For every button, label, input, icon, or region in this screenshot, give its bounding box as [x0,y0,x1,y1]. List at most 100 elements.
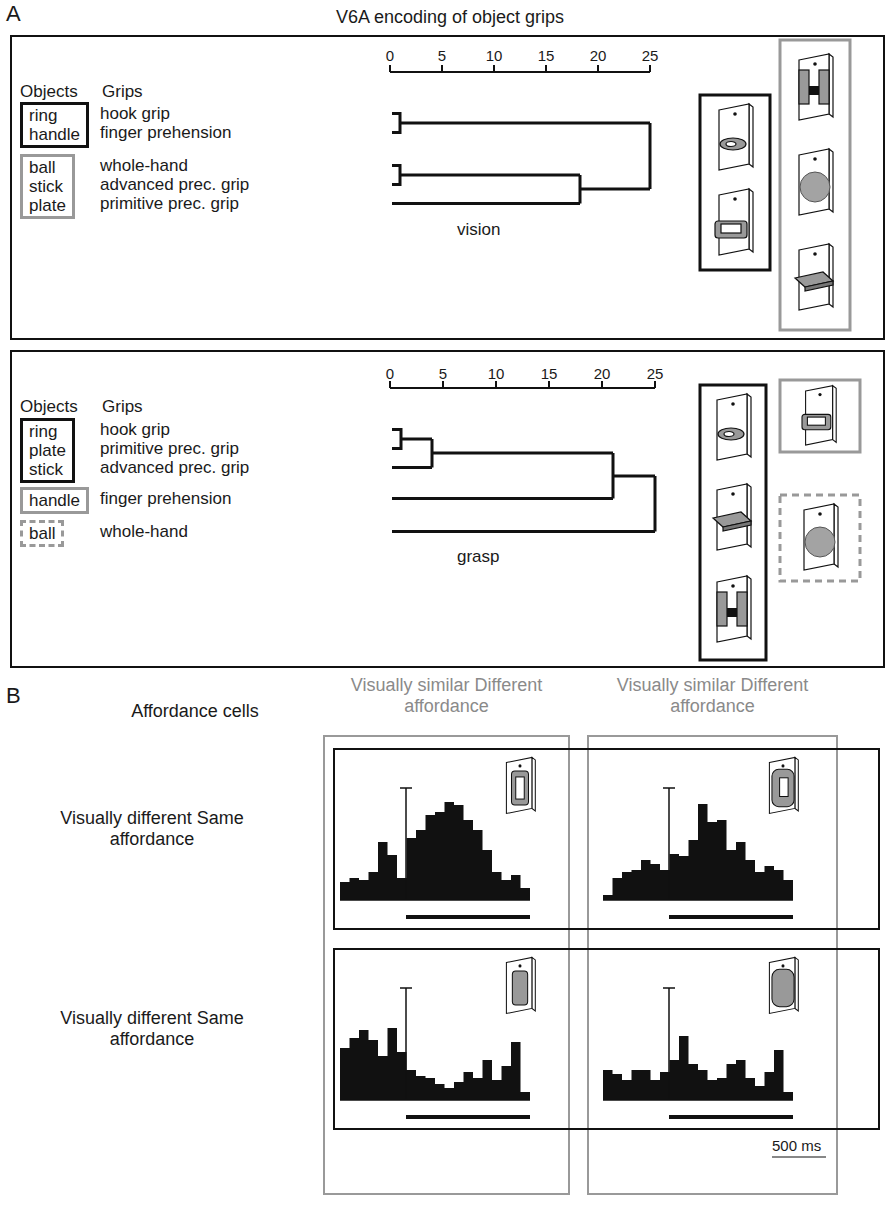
object-group: ringplatestick [20,418,75,483]
object-icon [795,244,833,310]
text-label: V6A encoding of object grips [336,8,564,27]
onset-marker [405,988,407,1100]
drawing [813,62,817,66]
drawing [506,957,532,1013]
axis-number: 0 [386,46,394,65]
text-label: primitive prec. grip [100,439,239,458]
drawing [512,971,527,1005]
object-name: handle [29,491,80,510]
drawing [717,592,727,626]
panel-text: Grips [102,397,143,417]
drawing [800,172,830,202]
drawing [819,70,829,104]
onset-marker [400,987,412,989]
object-icon [506,957,535,1013]
row-heading: Visually different Same affordance [17,1008,287,1050]
drawing [769,757,795,813]
object-name: ball [29,158,66,177]
axis-number: 25 [647,364,664,383]
panel-letter: A [6,4,21,23]
histogram-baseline [340,899,530,901]
drawing [731,402,735,406]
object-icon [799,54,833,120]
text-label: primitive prec. grip [100,194,239,213]
row-frame: Visually different Same affordance [333,948,880,1130]
object-icon [713,484,751,550]
axis-number: 5 [438,46,446,65]
panel-letter: B [6,686,21,705]
axis-number: 0 [386,364,394,383]
column-frame: Visually similar Different affordance [587,735,838,1195]
dendrogram [392,123,650,204]
drawing [818,393,821,396]
text-label: advanced prec. grip [100,175,249,194]
axis-number: 5 [439,364,447,383]
onset-marker [405,788,407,900]
drawing [781,764,784,767]
drawing [795,957,798,1011]
drawing [772,769,794,806]
histogram [603,804,793,900]
panel-text: Objects [20,82,78,102]
histogram [340,1028,530,1100]
drawing [805,527,835,557]
object-icon [506,757,535,813]
panel-text: vision [457,220,500,240]
object-icon [769,757,798,813]
drawing [532,957,535,1011]
column-frame: Visually similar Different affordance [323,735,570,1195]
drawing [518,964,521,967]
drawing [506,757,532,813]
axis-tick [389,381,391,388]
panel-text: grasp [457,547,500,567]
axis-number: 25 [642,46,659,65]
object-icon [804,504,838,570]
drawing [721,224,741,233]
axis-tick [442,381,444,388]
onset-marker [668,788,670,900]
drawing [813,252,817,256]
column-heading: Visually similar Different affordance [608,675,818,717]
text-label: whole-hand [100,522,188,541]
axis-tick [548,381,550,388]
drawing [723,521,751,531]
drawing [518,764,521,767]
object-icon [799,149,833,215]
axis-number: 15 [538,46,555,65]
object-icon [719,104,753,170]
drawing [733,197,737,201]
axis-tick [601,381,603,388]
object-group: ballstickplate [20,154,75,219]
drawing [717,576,747,642]
histogram [340,802,530,900]
axis-tick [493,65,495,72]
object-icon [717,576,751,642]
text-label: hook grip [100,420,170,439]
panel-text: Objects [20,397,78,417]
row-heading: Visually different Same affordance [17,808,287,850]
drawing [799,70,809,104]
onset-marker [663,987,675,989]
drawing [516,777,525,799]
axis-number: 10 [486,46,503,65]
histogram-baseline [603,899,793,901]
onset-marker [663,787,675,789]
axis-tick [495,381,497,388]
drawing [802,414,831,429]
object-icon [769,957,798,1013]
icon-frame [700,385,766,660]
object-group: ball [20,520,64,547]
axis-tick [545,65,547,72]
epoch-bar [406,915,530,919]
object-icon [802,386,836,445]
column-heading: Visually similar Different affordance [342,675,552,717]
drawing [717,394,747,460]
drawing [724,432,734,437]
drawing [731,584,735,588]
drawing [780,778,789,797]
drawing [719,104,749,170]
text-label: whole-hand [100,156,188,175]
object-icon [717,394,751,460]
object-group: handle [20,487,89,514]
axis-number: 10 [488,364,505,383]
